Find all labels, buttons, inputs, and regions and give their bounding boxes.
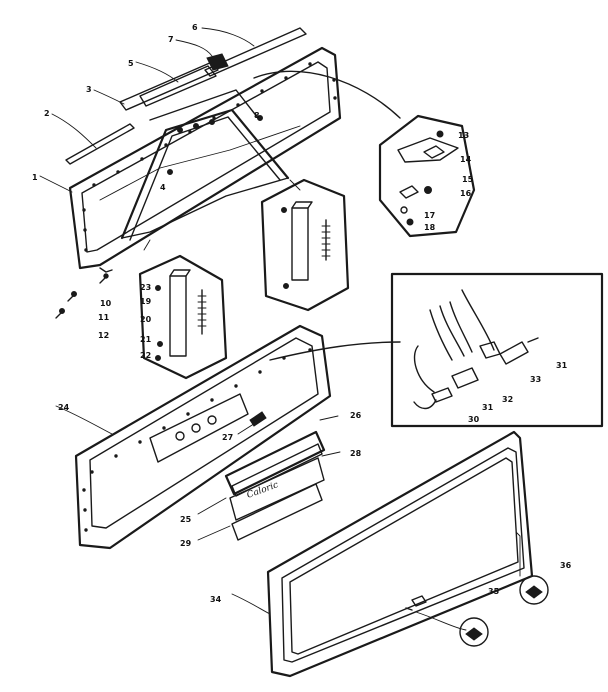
label-part-8: 8 (254, 111, 260, 120)
label-part-30: 30 (468, 415, 480, 424)
label-part-22: 22 (140, 351, 151, 360)
inset-wiring-box (390, 272, 604, 428)
front-glass-panel (266, 430, 534, 678)
label-part-19: 19 (140, 297, 152, 306)
loose-screws (55, 273, 109, 319)
label-part-13: 13 (458, 131, 469, 140)
label-part-24: 24 (58, 403, 70, 412)
label-part-34: 34 (210, 595, 222, 604)
label-part-5: 5 (128, 59, 134, 68)
label-part-11: 11 (98, 313, 110, 322)
inset-middle (260, 178, 350, 312)
label-part-31-b: 31 (482, 403, 494, 412)
label-part-12: 12 (98, 331, 109, 340)
inset-upper-right (378, 114, 476, 238)
circled-parts (405, 531, 549, 647)
label-part-2: 2 (44, 109, 50, 118)
callout-labels: 6 7 5 3 2 1 8 4 13 14 15 16 17 18 10 11 … (32, 23, 572, 604)
label-part-4: 4 (160, 183, 166, 192)
inset-lower-left (138, 254, 228, 380)
label-part-10: 10 (100, 299, 112, 308)
nameplate-assembly: Caloric (224, 430, 326, 541)
label-part-27: 27 (222, 433, 233, 442)
label-part-35: 35 (488, 587, 500, 596)
label-part-21: 21 (140, 335, 152, 344)
label-part-6: 6 (192, 23, 198, 32)
label-part-33: 33 (530, 375, 541, 384)
label-part-1: 1 (32, 173, 38, 182)
label-part-28: 28 (350, 449, 362, 458)
label-part-3: 3 (86, 85, 92, 94)
label-part-7: 7 (168, 35, 174, 44)
leader-lines (39, 27, 341, 615)
label-part-20: 20 (140, 315, 152, 324)
label-part-29: 29 (180, 539, 192, 548)
label-part-36: 36 (560, 561, 572, 570)
label-part-18: 18 (424, 223, 436, 232)
label-part-15: 15 (462, 175, 474, 184)
label-part-17: 17 (424, 211, 435, 220)
label-part-32: 32 (502, 395, 513, 404)
label-part-25: 25 (180, 515, 192, 524)
label-part-14: 14 (460, 155, 472, 164)
label-part-31-a: 31 (556, 361, 568, 370)
top-frame-assembly (65, 27, 401, 273)
control-panel-frame (74, 324, 401, 550)
label-part-16: 16 (460, 189, 472, 198)
label-part-26: 26 (350, 411, 362, 420)
label-part-23: 23 (140, 283, 151, 292)
